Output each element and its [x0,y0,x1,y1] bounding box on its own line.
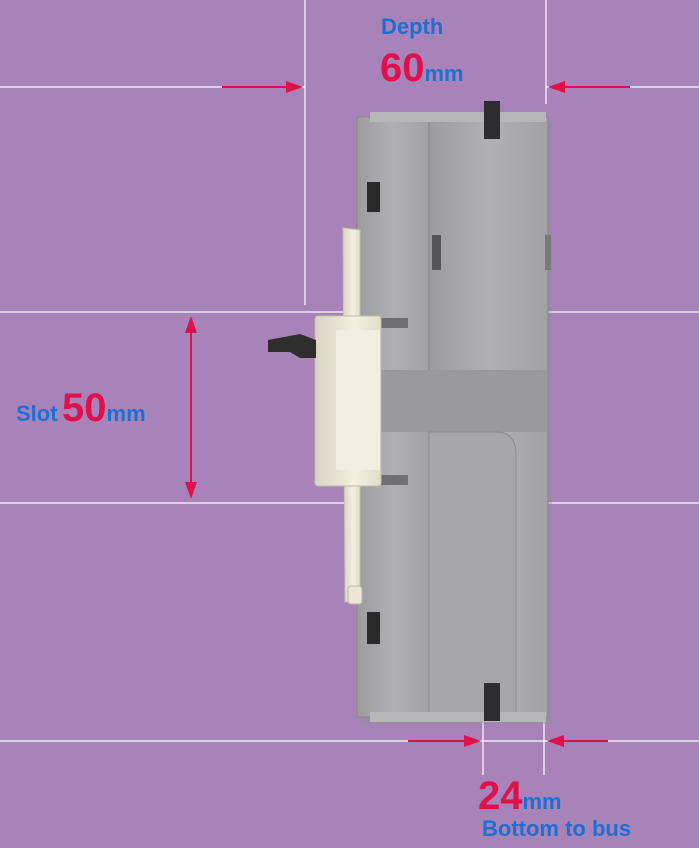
bottom-caption: Bottom to bus [482,816,632,841]
depth-value: 60 [380,46,425,90]
bus-right-arrow-head [547,735,564,747]
slot-arrow-head-bottom [185,482,197,499]
bus-left-arrow-head [464,735,481,747]
bottom-unit: mm [522,789,562,814]
circuit-breaker [268,101,552,724]
slot-title: Slot [16,401,58,426]
depth-right-arrow-head [548,81,565,93]
bottom-measure: 24mm [478,776,562,816]
slot-unit: mm [106,401,146,426]
slot-measure: Slot 50mm [16,388,146,428]
slot-arrow-head-top [185,316,197,333]
depth-left-arrow-head [286,81,303,93]
depth-unit: mm [424,61,464,86]
slot-value: 50 [62,386,107,430]
bottom-value: 24 [478,774,523,818]
depth-measure: 60mm [380,48,464,88]
depth-title: Depth [381,14,444,39]
dimension-arrows [185,81,630,747]
